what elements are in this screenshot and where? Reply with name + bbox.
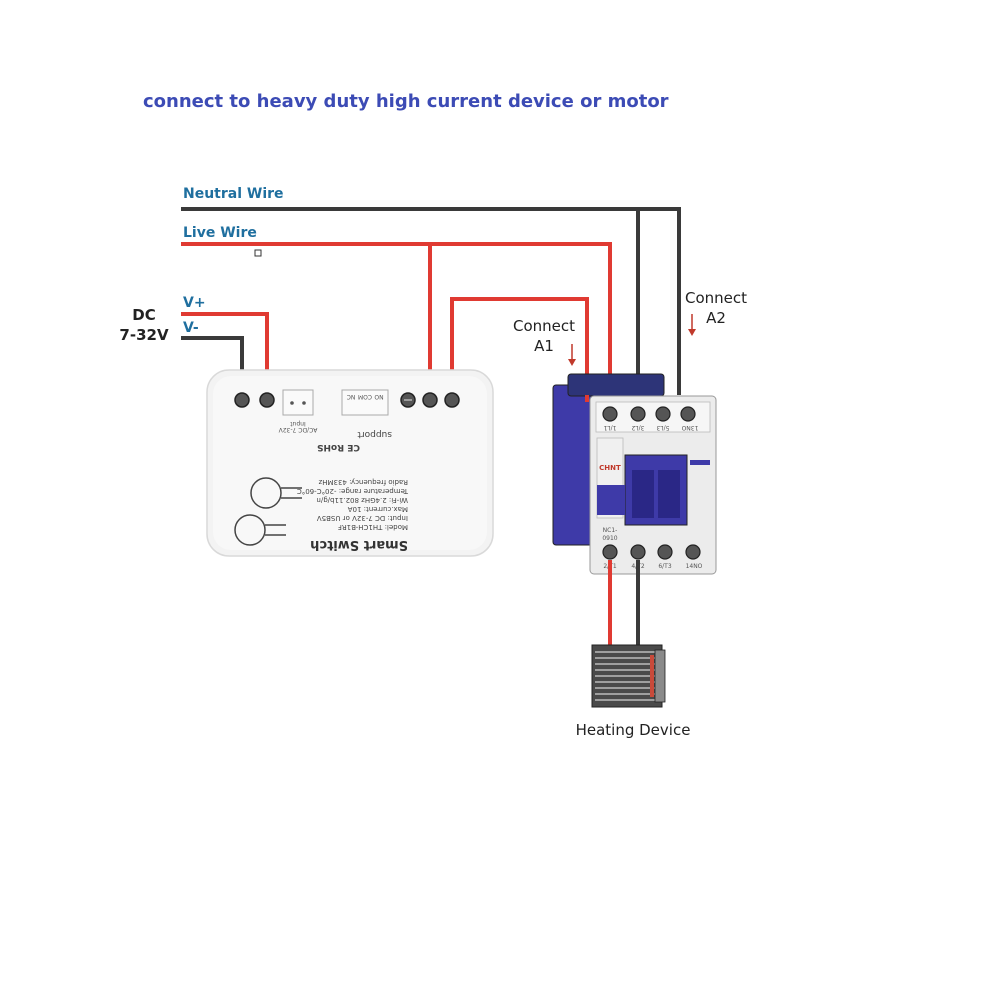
heating-device-icon (591, 644, 666, 708)
a1-control-wire (450, 297, 589, 400)
switch-wifi-spec: Wi-Fi: 2.4GHz 802.11b/g/n (316, 496, 408, 504)
connect-a2-sublabel: A2 (706, 309, 726, 327)
switch-temperature: Temperature range: -20°C-60°C (297, 487, 409, 495)
button-circle-icon (234, 477, 302, 546)
connect-a1-label: Connect (513, 317, 575, 335)
terminal-label: 13NO (681, 424, 698, 431)
v-minus-label: V- (183, 320, 199, 336)
smart-switch-module: Input AC/DC 7-32V NC COM NO Smart Switch… (206, 369, 494, 557)
contactor-top-terminal-labels: 1/L1 3/L2 5/L3 13NO (603, 424, 698, 431)
junction-marker (254, 249, 262, 257)
contactor-model-number: 0910 (602, 535, 617, 542)
terminal-label: 5/L3 (656, 424, 669, 431)
switch-label-text: Smart Switch Model: TH1CH-B1RF Input: DC… (297, 429, 409, 552)
heating-device-label: Heating Device (576, 721, 691, 739)
switch-certs: CE RoHS (317, 442, 360, 452)
terminal-label: 1/L1 (603, 424, 616, 431)
v-plus-label: V+ (183, 295, 206, 311)
input-label: Input (290, 420, 306, 427)
no-label: NO (374, 393, 383, 400)
com-label: COM (358, 393, 372, 400)
a2-arrow-icon (688, 314, 696, 336)
switch-max-current: Max.current: 10A (348, 505, 408, 513)
live-wire-label: Live Wire (183, 225, 257, 241)
switch-brand: Smart Switch (310, 537, 408, 552)
a1-arrow-icon (568, 344, 576, 366)
connect-a2-label: Connect (685, 289, 747, 307)
contactor: 1/L1 3/L2 5/L3 13NO CHNT NC1- 0910 2/T1 … (552, 373, 717, 575)
contactor-brand: CHNT (599, 464, 621, 472)
terminal-label: 6/T3 (658, 563, 672, 570)
neutral-wire-label: Neutral Wire (183, 186, 284, 202)
contactor-model: NC1- (603, 527, 618, 534)
dc-voltage-label: 7-32V (119, 326, 169, 344)
switch-model: Model: TH1CH-B1RF (338, 523, 408, 531)
input-range-label: AC/DC 7-32V (278, 426, 318, 433)
usb-input-socket (282, 389, 314, 416)
relay-label-box (341, 389, 389, 416)
nc-label: NC (347, 393, 356, 400)
switch-support: support (357, 429, 392, 439)
dc-label: DC (132, 306, 155, 324)
dc-input-terminals (234, 392, 275, 408)
connect-a1-sublabel: A1 (534, 337, 554, 355)
switch-radio-frequency: Radio frequency: 433MHz (318, 478, 408, 486)
switch-input-spec: Input: DC 7-32V or USB5V (317, 514, 408, 522)
contactor-bottom-terminals (602, 544, 701, 560)
terminal-label: 14NO (686, 563, 703, 570)
terminal-label: 3/L2 (631, 424, 644, 431)
relay-output-terminals (400, 392, 460, 408)
diagram-title: connect to heavy duty high current devic… (143, 91, 669, 112)
contactor-top-terminals (602, 406, 696, 422)
